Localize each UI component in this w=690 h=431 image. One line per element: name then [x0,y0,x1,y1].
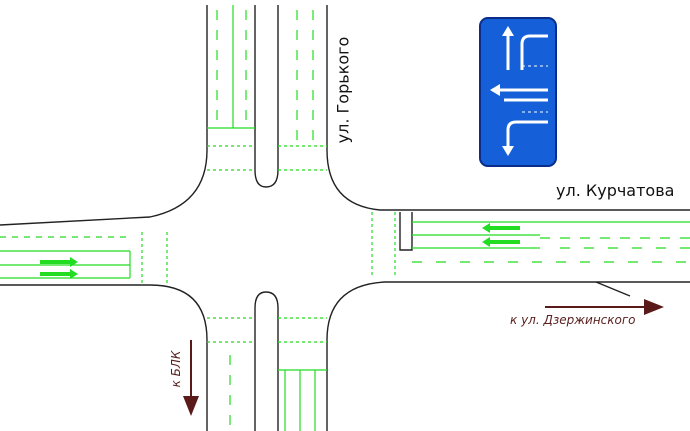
direction-label-dzerzhinskogo: к ул. Дзержинского [510,313,636,327]
lane-markings [0,5,690,431]
road-edges [0,5,690,431]
direction-label-blk-text: к БЛК [169,350,183,388]
lane-arrows [40,223,520,279]
street-label-kurchatova: ул. Курчатова [556,181,675,200]
street-label-gorkogo-text: ул. Горького [333,36,353,144]
street-label-gorkogo: ул. Горького [329,30,357,150]
direction-label-blk: к БЛК [163,345,189,393]
direction-arrow-icon [183,299,664,416]
lane-direction-sign-icon [479,17,557,167]
